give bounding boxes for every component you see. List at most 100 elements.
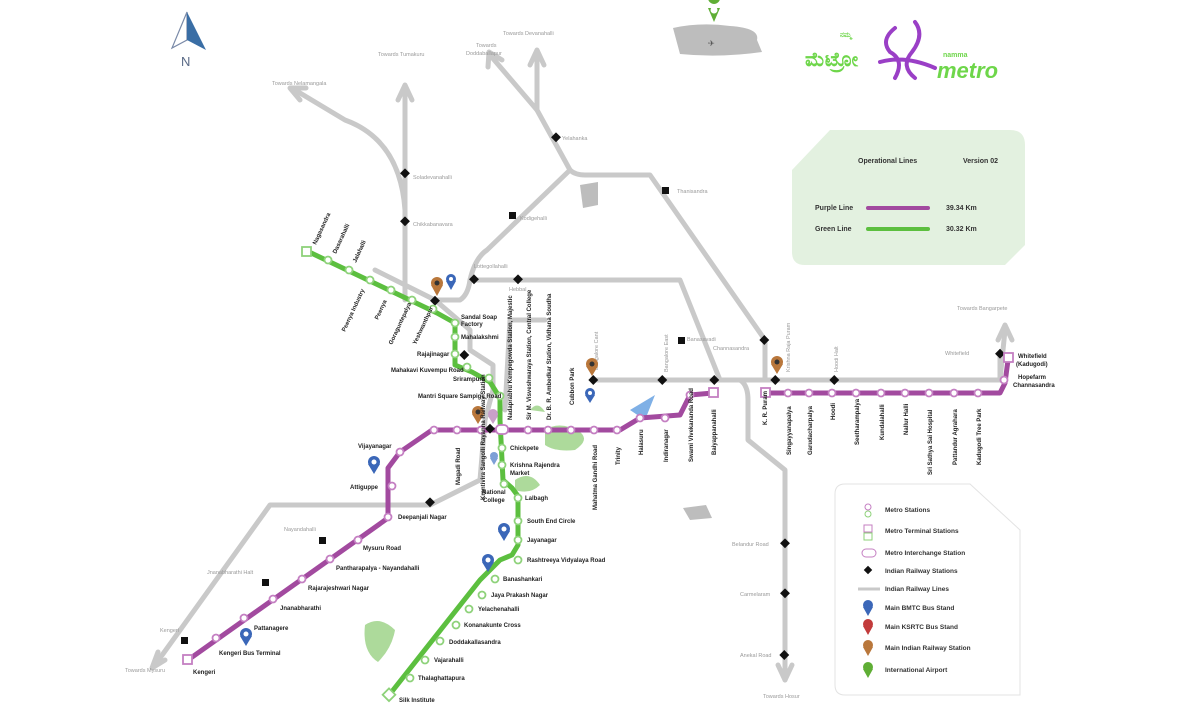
interchange-majestic[interactable] [495, 424, 509, 435]
rail-hebbal: Hebbal [509, 287, 526, 293]
label-pattandur: Pattandur Agrahara [953, 409, 959, 465]
railway-pin-icon[interactable] [586, 358, 598, 376]
station-kengeri[interactable] [182, 654, 193, 665]
label-hopefarm-2: Channasandra [1013, 383, 1055, 389]
station[interactable] [452, 425, 462, 435]
station[interactable] [949, 388, 959, 398]
station[interactable] [462, 362, 472, 372]
station[interactable] [353, 535, 363, 545]
station[interactable] [900, 388, 910, 398]
label-pantharapalya: Pantharapalya - Nayandahalli [336, 566, 420, 572]
station[interactable] [589, 425, 599, 435]
station[interactable] [323, 255, 333, 265]
station-nagasandra[interactable] [301, 246, 312, 257]
station[interactable] [973, 388, 983, 398]
station[interactable] [435, 636, 445, 646]
station[interactable] [239, 613, 249, 623]
bmtc-pin-icon[interactable] [498, 523, 510, 541]
station[interactable] [450, 349, 460, 359]
station[interactable] [490, 574, 500, 584]
station[interactable] [566, 425, 576, 435]
station[interactable] [387, 481, 397, 491]
station[interactable] [297, 574, 307, 584]
station[interactable] [513, 493, 523, 503]
station[interactable] [827, 388, 837, 398]
station[interactable] [543, 425, 553, 435]
station[interactable] [635, 413, 645, 423]
dir-devanahalli: Towards Devanahalli [503, 31, 554, 37]
station[interactable] [383, 512, 393, 522]
station-baiyappanahalli[interactable] [708, 387, 719, 398]
rail-bangalore-east: Bangalore East [664, 334, 670, 372]
compass-label: N [181, 54, 190, 69]
station[interactable] [513, 516, 523, 526]
station[interactable] [513, 535, 523, 545]
station[interactable] [660, 413, 670, 423]
label-mysuru-road: Mysuru Road [363, 546, 401, 552]
bmtc-pin-icon[interactable] [585, 388, 595, 403]
station[interactable] [464, 604, 474, 614]
railway-pin-icon[interactable] [771, 356, 783, 374]
station[interactable] [685, 390, 695, 400]
station[interactable] [499, 479, 509, 489]
station[interactable] [211, 633, 221, 643]
station[interactable] [612, 425, 622, 435]
legend-label: Main Indian Railway Station [885, 645, 971, 652]
station[interactable] [476, 425, 486, 435]
station[interactable] [876, 388, 886, 398]
station[interactable] [405, 673, 415, 683]
station[interactable] [395, 447, 405, 457]
logo-english-large: metro [937, 58, 998, 83]
station[interactable] [497, 460, 507, 470]
label-hoodi: Hoodi [831, 403, 837, 420]
station[interactable] [450, 318, 460, 328]
bmtc-pin-icon[interactable] [490, 452, 498, 465]
agara-area [683, 505, 712, 520]
station[interactable] [783, 388, 793, 398]
bmtc-pin-icon[interactable] [368, 456, 380, 474]
bmtc-pin-icon[interactable] [240, 628, 252, 646]
purple-line-name: Purple Line [815, 205, 853, 212]
airport-pin-icon[interactable] [708, 0, 720, 22]
station[interactable] [451, 620, 461, 630]
railway-pin-icon[interactable] [431, 277, 443, 296]
label-doddakallasandra: Doddakallasandra [449, 640, 501, 646]
station[interactable] [344, 265, 354, 275]
ksrtc-pin-icon[interactable] [488, 409, 498, 424]
station-silk-institute[interactable] [381, 687, 397, 703]
bmtc-pin-icon[interactable] [482, 554, 494, 572]
airport-pin-icon [863, 662, 873, 678]
station-whitefield[interactable] [1003, 352, 1014, 363]
label-majestic: Nadaprabhu Kempegowda Station, Majestic [508, 295, 514, 420]
railway-labels: Towards Nelamangala Towards Tumakuru Tow… [125, 31, 1007, 700]
station[interactable] [268, 594, 278, 604]
station[interactable] [450, 332, 460, 342]
station[interactable] [365, 275, 375, 285]
station[interactable] [924, 388, 934, 398]
logo-english-small: namma [943, 52, 968, 59]
station[interactable] [484, 373, 494, 383]
station[interactable] [804, 388, 814, 398]
station[interactable] [407, 295, 417, 305]
railway-pin-icon[interactable] [472, 406, 484, 424]
station[interactable] [851, 388, 861, 398]
station[interactable] [477, 590, 487, 600]
station[interactable] [386, 285, 396, 295]
dir-bangarpete: Towards Bangarpete [957, 306, 1007, 312]
label-srirampura: Srirampura [453, 377, 486, 383]
station-kr-puram[interactable] [760, 387, 771, 398]
label-garudacharpalya: Garudacharpalya [808, 405, 814, 455]
station[interactable] [513, 555, 523, 565]
station[interactable] [420, 655, 430, 665]
label-trinity: Trinity [616, 446, 622, 465]
station[interactable] [429, 425, 439, 435]
bmtc-pin-icon[interactable] [446, 274, 456, 290]
station[interactable] [497, 443, 507, 453]
station[interactable] [523, 425, 533, 435]
station[interactable] [999, 375, 1009, 385]
station[interactable] [325, 554, 335, 564]
label-hopefarm-1: Hopefarm [1018, 375, 1046, 381]
station[interactable] [428, 304, 438, 314]
station[interactable] [495, 391, 505, 401]
label-ksr-railway: Krantivira Sangolli Rayanna Railway Stat… [481, 374, 487, 500]
